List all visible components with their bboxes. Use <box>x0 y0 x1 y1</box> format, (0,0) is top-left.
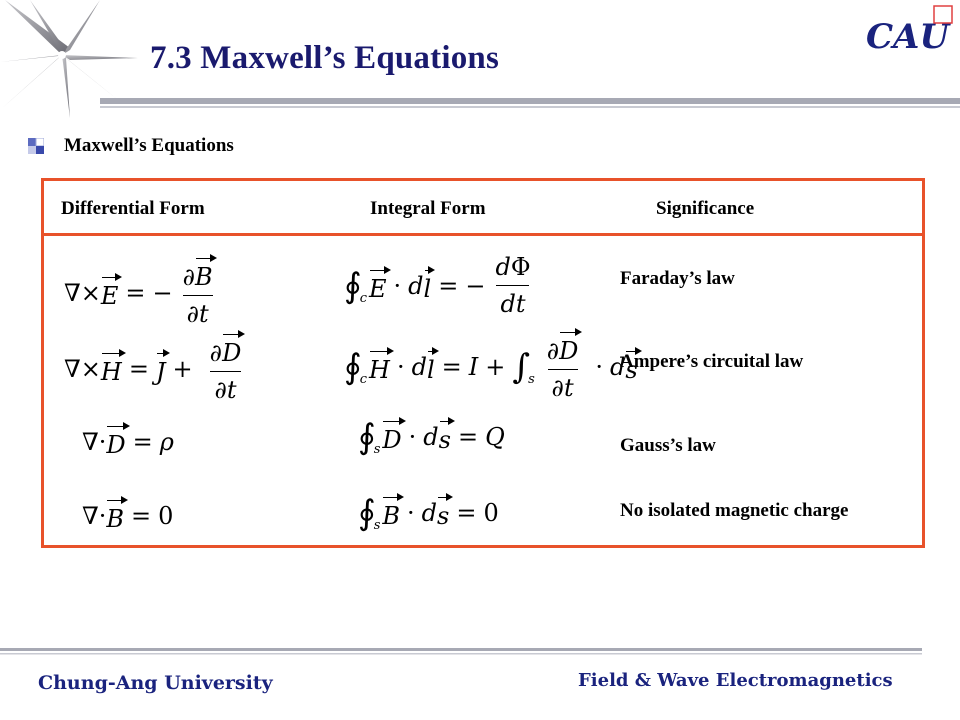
section-heading: Maxwell’s Equations <box>64 135 234 156</box>
header-divider <box>44 233 922 236</box>
footer-course: Field & Wave Electromagnetics <box>578 670 893 691</box>
significance-ampere: Ampere’s circuital law <box>620 351 804 372</box>
header-significance: Significance <box>656 198 755 219</box>
significance-magnetic: No isolated magnetic charge <box>620 500 849 521</box>
significance-gauss: Gauss’s law <box>620 435 716 456</box>
faraday-differential-equation: ∇×E=− ∂B∂t <box>64 254 223 328</box>
footer-divider <box>0 648 922 655</box>
bullet-square-icon <box>28 138 44 154</box>
significance-faraday: Faraday’s law <box>620 268 735 289</box>
maxwell-equations-table: Differential Form Integral Form Signific… <box>41 178 925 548</box>
cau-logo: CAU <box>866 5 953 56</box>
footer-university: Chung-Ang University <box>38 672 273 694</box>
magnetic-differential-equation: ∇·B=0 <box>82 496 173 533</box>
header-differential-form: Differential Form <box>61 198 205 219</box>
slide-title: 7.3 Maxwell’s Equations <box>150 40 499 76</box>
ampere-differential-equation: ∇×H=J+ ∂D∂t <box>64 330 251 404</box>
gauss-differential-equation: ∇·D=ρ <box>82 422 174 459</box>
header-integral-form: Integral Form <box>370 198 486 219</box>
title-divider <box>100 98 960 108</box>
decorative-star-icon <box>0 0 138 118</box>
bullet-row: Maxwell’s Equations <box>28 135 234 157</box>
